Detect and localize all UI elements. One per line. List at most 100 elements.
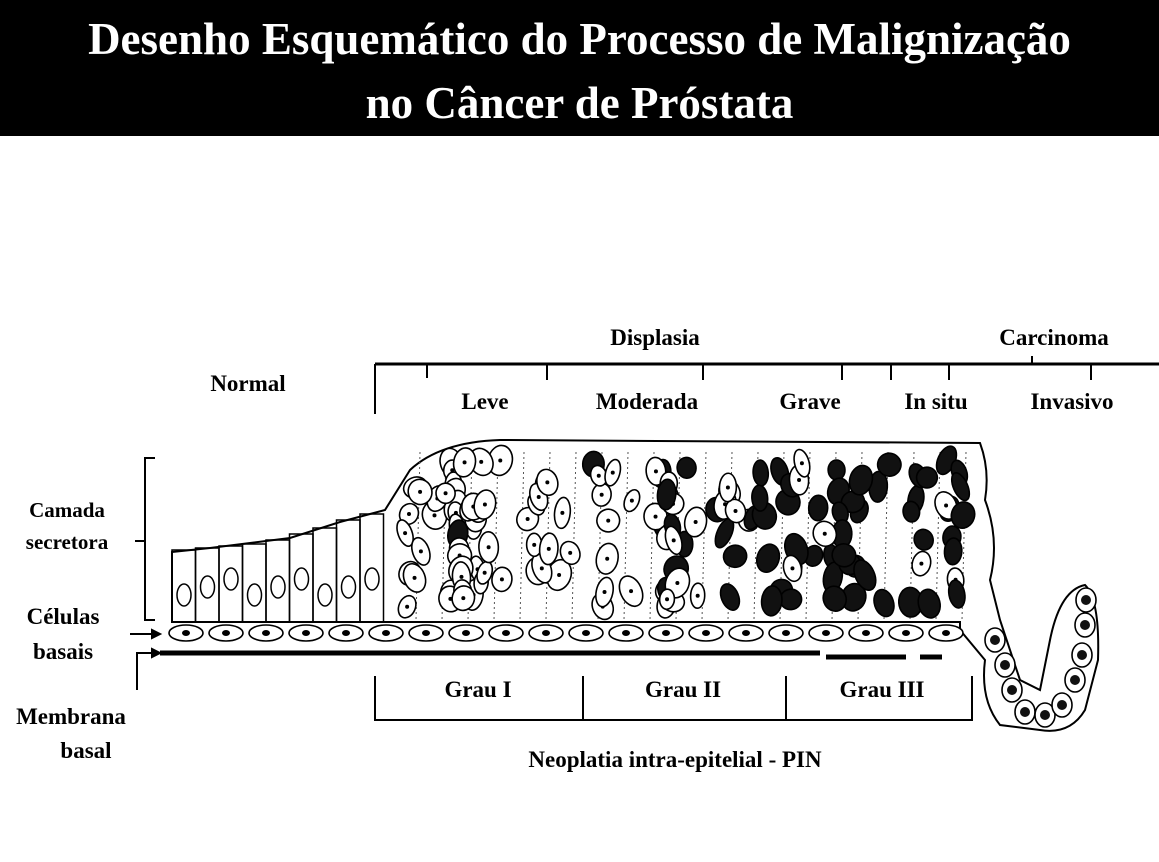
nucleus bbox=[827, 459, 846, 481]
nucleus bbox=[751, 484, 769, 512]
basal-nucleus bbox=[502, 630, 510, 636]
nucleolus bbox=[629, 498, 634, 503]
nucleolus bbox=[459, 574, 464, 579]
nucleus bbox=[176, 583, 192, 607]
basal-nucleus bbox=[302, 630, 310, 636]
label-celulas: Células bbox=[26, 604, 100, 629]
nucleus bbox=[831, 543, 857, 568]
label-basais: basais bbox=[32, 639, 94, 664]
nucleolus bbox=[665, 597, 670, 602]
nucleolus bbox=[539, 566, 544, 571]
nucleus bbox=[1080, 620, 1090, 630]
nucleus bbox=[1007, 685, 1017, 695]
title-line-2: no Câncer de Próstata bbox=[365, 78, 794, 128]
label-leve: Leve bbox=[461, 389, 509, 414]
nucleolus bbox=[560, 510, 565, 515]
columnar-cell bbox=[359, 513, 385, 623]
label-camada: Camada bbox=[29, 498, 105, 522]
nucleus bbox=[246, 583, 263, 607]
nucleolus bbox=[797, 478, 802, 483]
nucleus bbox=[1081, 595, 1091, 605]
nucleus bbox=[719, 583, 741, 611]
cell-border bbox=[935, 451, 941, 621]
nucleus bbox=[1057, 700, 1067, 710]
nucleolus bbox=[418, 549, 423, 554]
nucleus bbox=[950, 501, 976, 529]
nucleus bbox=[947, 579, 966, 609]
nucleolus bbox=[629, 589, 634, 594]
basal-nucleus bbox=[902, 630, 910, 636]
nucleus bbox=[876, 452, 902, 477]
nucleus bbox=[1000, 660, 1010, 670]
label-basal: basal bbox=[60, 738, 112, 763]
nucleolus bbox=[675, 580, 680, 585]
nucleolus bbox=[461, 596, 466, 601]
nucleolus bbox=[412, 575, 417, 580]
nucleolus bbox=[486, 545, 491, 550]
basal-nucleus bbox=[342, 630, 350, 636]
basal-nucleus bbox=[662, 630, 670, 636]
nucleolus bbox=[482, 570, 487, 575]
nucleolus bbox=[545, 480, 550, 485]
columnar-cell bbox=[335, 519, 361, 623]
basal-nucleus bbox=[742, 630, 750, 636]
nucleolus bbox=[799, 461, 804, 466]
label-moderada: Moderada bbox=[595, 389, 699, 414]
columnar-cell bbox=[218, 545, 244, 623]
nucleus bbox=[722, 544, 748, 569]
nucleolus bbox=[725, 485, 730, 490]
nucleus bbox=[340, 575, 357, 599]
title-banner: Desenho Esquemático do Processo de Malig… bbox=[0, 0, 1159, 136]
cell-border bbox=[519, 451, 525, 621]
nucleus bbox=[950, 472, 971, 502]
nucleus bbox=[364, 567, 380, 591]
cell-border bbox=[545, 451, 551, 621]
columnar-cell bbox=[171, 549, 197, 623]
nucleolus bbox=[462, 460, 467, 465]
label-grau-2: Grau II bbox=[644, 677, 722, 702]
label-normal: Normal bbox=[210, 371, 286, 396]
label-grau-3: Grau III bbox=[839, 677, 925, 702]
nucleolus bbox=[403, 531, 408, 536]
label-carcinoma: Carcinoma bbox=[999, 325, 1109, 350]
nucleolus bbox=[557, 572, 562, 577]
nucleus bbox=[848, 464, 874, 496]
nucleolus bbox=[695, 593, 700, 598]
nucleolus bbox=[443, 491, 448, 496]
nucleolus bbox=[450, 468, 455, 473]
nucleolus bbox=[599, 492, 604, 497]
nucleus bbox=[270, 575, 286, 599]
nucleolus bbox=[405, 604, 410, 609]
nucleolus bbox=[479, 459, 484, 464]
cell-nuclei bbox=[176, 444, 1097, 728]
basal-nucleus bbox=[582, 630, 590, 636]
nucleolus bbox=[693, 520, 698, 525]
nucleus bbox=[293, 567, 310, 591]
basal-nucleus bbox=[182, 630, 190, 636]
nucleus bbox=[1077, 650, 1087, 660]
nucleus bbox=[990, 635, 1000, 645]
nucleus bbox=[943, 537, 963, 566]
nucleolus bbox=[602, 590, 607, 595]
nucleolus bbox=[790, 566, 795, 571]
nucleolus bbox=[653, 514, 658, 519]
nucleus bbox=[1040, 710, 1050, 720]
nucleus bbox=[902, 500, 921, 523]
nucleolus bbox=[610, 470, 615, 475]
label-invasivo: Invasivo bbox=[1030, 389, 1114, 414]
columnar-cell bbox=[265, 539, 291, 623]
nucleolus bbox=[546, 546, 551, 551]
columnar-cell bbox=[194, 547, 220, 623]
nucleus bbox=[676, 456, 697, 479]
grade-bracket bbox=[374, 676, 973, 721]
nucleus bbox=[656, 478, 677, 511]
cell-border bbox=[805, 451, 811, 621]
nucleolus bbox=[596, 473, 601, 478]
basal-nucleus bbox=[782, 630, 790, 636]
basal-nucleus bbox=[222, 630, 230, 636]
nucleolus bbox=[525, 517, 530, 522]
basal-nucleus bbox=[942, 630, 950, 636]
nucleolus bbox=[605, 556, 610, 561]
nucleolus bbox=[418, 489, 423, 494]
epithelium-outline bbox=[171, 438, 1100, 732]
